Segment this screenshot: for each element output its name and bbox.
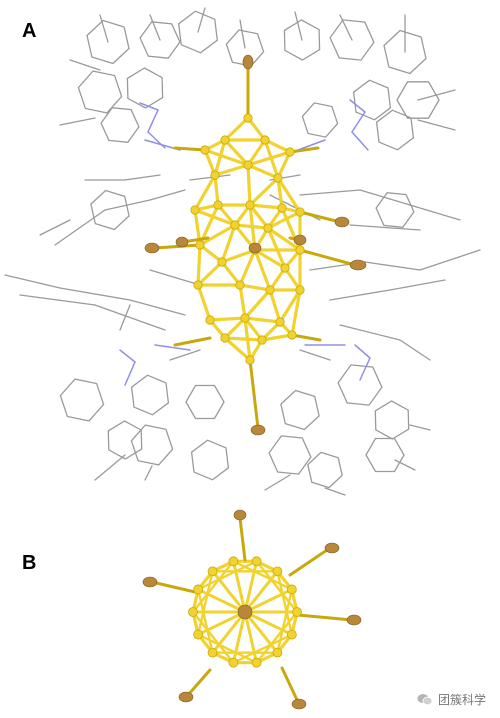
watermark-text: 团簇科学 [437,693,486,707]
watermark: 团簇科学 [417,691,486,708]
ligand-wireframe [4,7,481,496]
nitrogen-bonds [119,99,371,386]
panel-label-b: B [22,552,37,574]
gold-core-side-view [144,54,367,436]
wechat-icon [417,694,433,706]
gold-core-top-view [142,509,362,710]
panel-label-a: A [22,20,37,42]
